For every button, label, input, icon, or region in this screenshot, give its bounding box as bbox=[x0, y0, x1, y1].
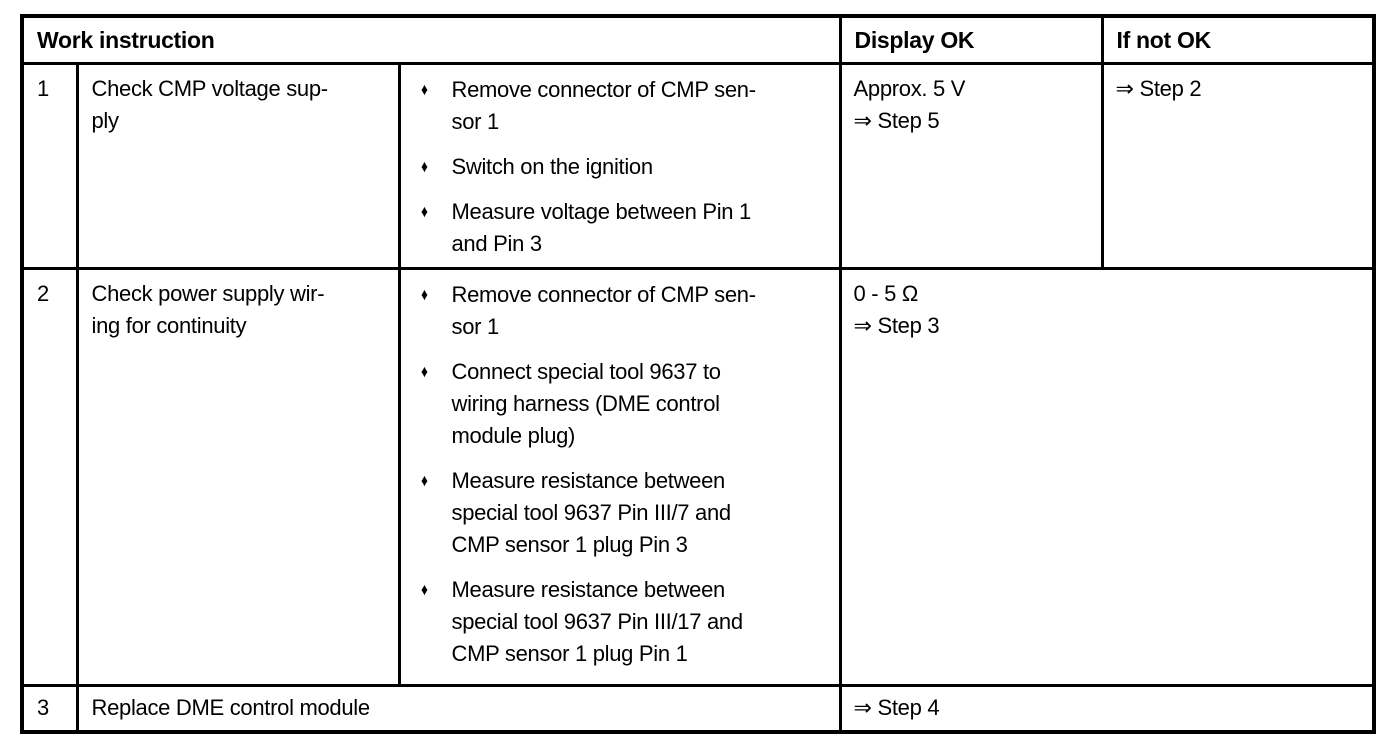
bullet-text: Measure resistance between special tool … bbox=[451, 467, 732, 557]
table-row-step-1: 1 Check CMP voltage sup- ply ♦ Remove co… bbox=[20, 61, 1376, 270]
table-row-step-2: 2 Check power supply wir- ing for contin… bbox=[20, 266, 1376, 687]
display-ok-value: 0 - 5 Ω ⇒ Step 3 bbox=[838, 266, 1376, 687]
diamond-bullet-icon: ♦ bbox=[420, 79, 428, 99]
bullet-item: ♦ Remove connector of CMP sen- sor 1 bbox=[421, 74, 835, 138]
bullet-item: ♦ Measure resistance between special too… bbox=[421, 574, 835, 670]
document-page: Work instruction Display OK If not OK 1 … bbox=[20, 14, 1377, 734]
if-not-ok-value: ⇒ Step 2 bbox=[1100, 61, 1376, 270]
step-number: 1 bbox=[20, 61, 79, 270]
diamond-bullet-icon: ♦ bbox=[420, 470, 428, 490]
diamond-bullet-icon: ♦ bbox=[420, 156, 428, 176]
table-row-step-3: 3 Replace DME control module ⇒ Step 4 bbox=[20, 683, 1376, 734]
work-instruction-table: Work instruction Display OK If not OK 1 … bbox=[20, 14, 1377, 734]
diamond-bullet-icon: ♦ bbox=[420, 284, 428, 304]
bullet-item: ♦ Connect special tool 9637 to wiring ha… bbox=[421, 356, 835, 452]
diamond-bullet-icon: ♦ bbox=[420, 579, 428, 599]
header-display-ok: Display OK bbox=[838, 14, 1104, 65]
task-description: Replace DME control module bbox=[75, 683, 842, 734]
bullet-text: Remove connector of CMP sen- sor 1 bbox=[451, 281, 757, 339]
header-if-not-ok: If not OK bbox=[1100, 14, 1376, 65]
bullet-text: Remove connector of CMP sen- sor 1 bbox=[451, 76, 757, 134]
diamond-bullet-icon: ♦ bbox=[420, 201, 428, 221]
bullet-text: Measure voltage between Pin 1 and Pin 3 bbox=[451, 198, 752, 256]
bullet-text: Measure resistance between special tool … bbox=[451, 576, 744, 666]
task-description: Check CMP voltage sup- ply bbox=[75, 61, 401, 270]
step-number: 2 bbox=[20, 266, 79, 687]
diamond-bullet-icon: ♦ bbox=[420, 361, 428, 381]
task-description: Check power supply wir- ing for continui… bbox=[75, 266, 401, 687]
display-ok-value: ⇒ Step 4 bbox=[838, 683, 1376, 734]
step-number: 3 bbox=[20, 683, 79, 734]
table-header-row: Work instruction Display OK If not OK bbox=[20, 14, 1376, 65]
bullet-item: ♦ Measure resistance between special too… bbox=[421, 465, 835, 561]
procedure-cell: ♦ Remove connector of CMP sen- sor 1 ♦ C… bbox=[397, 266, 842, 687]
bullet-item: ♦ Switch on the ignition bbox=[421, 151, 835, 183]
bullet-text: Switch on the ignition bbox=[451, 153, 654, 179]
display-ok-value: Approx. 5 V ⇒ Step 5 bbox=[838, 61, 1104, 270]
bullet-text: Connect special tool 9637 to wiring harn… bbox=[451, 358, 722, 448]
header-work-instruction: Work instruction bbox=[20, 14, 842, 65]
bullet-item: ♦ Remove connector of CMP sen- sor 1 bbox=[421, 279, 835, 343]
procedure-cell: ♦ Remove connector of CMP sen- sor 1 ♦ S… bbox=[397, 61, 842, 270]
bullet-item: ♦ Measure voltage between Pin 1 and Pin … bbox=[421, 196, 835, 260]
